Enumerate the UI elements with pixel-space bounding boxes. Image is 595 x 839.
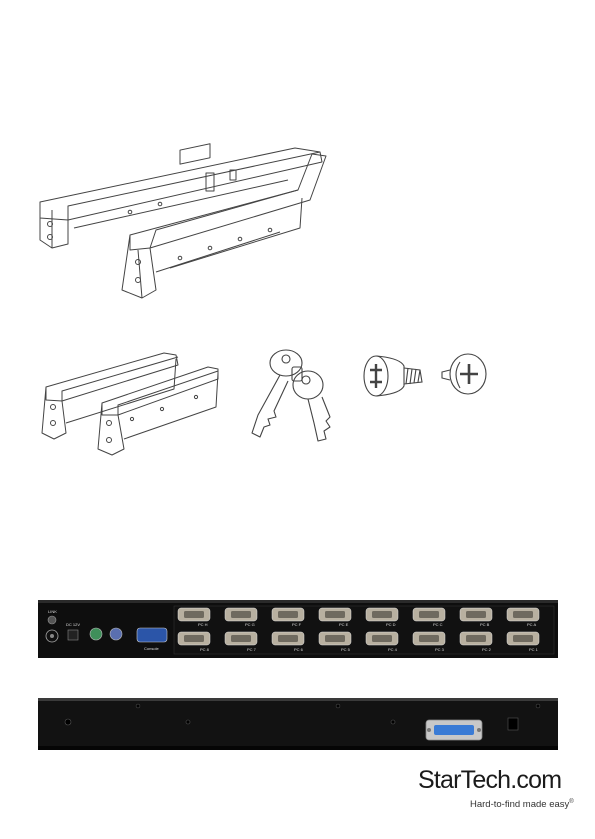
vga-port-pins (325, 611, 345, 618)
vga-port-pins (184, 611, 204, 618)
port-label-top: PC D (386, 622, 396, 627)
screw-icon (360, 352, 430, 400)
port-label-top: PC F (292, 622, 302, 627)
port-label-bottom: PC 3 (435, 647, 445, 652)
port-label-bottom: PC 7 (247, 647, 257, 652)
vga-port-pins (231, 635, 251, 642)
trademark: ® (569, 799, 573, 805)
vga-port-pins (278, 635, 298, 642)
vga-port-pins (419, 611, 439, 618)
rack-brackets (36, 345, 221, 460)
vga-port-pins (325, 635, 345, 642)
port-label-top: PC C (433, 622, 443, 627)
link-label: LINK (48, 609, 57, 614)
vga-port-pins (372, 635, 392, 642)
port-label-bottom: PC 8 (200, 647, 210, 652)
vga-port-pins (466, 635, 486, 642)
kvm-front-panel (38, 698, 558, 750)
port-label-bottom: PC 2 (482, 647, 492, 652)
brand-name: StarTech (418, 766, 510, 794)
brand-dotcom: .com (510, 766, 561, 794)
rack-rails-assembled (30, 140, 330, 305)
console-label: Console (144, 646, 159, 651)
vga-port-pins (278, 611, 298, 618)
vga-port-pins (372, 611, 392, 618)
port-label-bottom: PC 6 (294, 647, 304, 652)
screw-head-icon (438, 350, 490, 400)
port-label-top: PC E (339, 622, 349, 627)
port-label-top: PC A (527, 622, 536, 627)
vga-port-pins (513, 635, 533, 642)
startech-logo: StarTech.com Hard-to-find made easy® (418, 766, 568, 816)
vga-port-pins (231, 611, 251, 618)
brand-tagline: Hard-to-find made easy® (470, 799, 574, 810)
port-label-bottom: PC 5 (341, 647, 351, 652)
kvm-rear-panel: LINK DC 12V Console PC H PC G PC F PC E PC D… (38, 600, 558, 658)
port-label-top: PC G (245, 622, 255, 627)
tagline-text: Hard-to-find made easy (470, 799, 569, 810)
vga-port-pins (466, 611, 486, 618)
vga-port-pins (419, 635, 439, 642)
brand-wordmark: StarTech.com (418, 766, 561, 795)
power-label: DC 12V (66, 622, 80, 627)
key-icon (248, 345, 334, 445)
vga-port-pins (513, 611, 533, 618)
port-label-top: PC B (480, 622, 490, 627)
port-label-bottom: PC 1 (529, 647, 539, 652)
vga-port-pins (184, 635, 204, 642)
port-label-bottom: PC 4 (388, 647, 398, 652)
port-label-top: PC H (198, 622, 208, 627)
